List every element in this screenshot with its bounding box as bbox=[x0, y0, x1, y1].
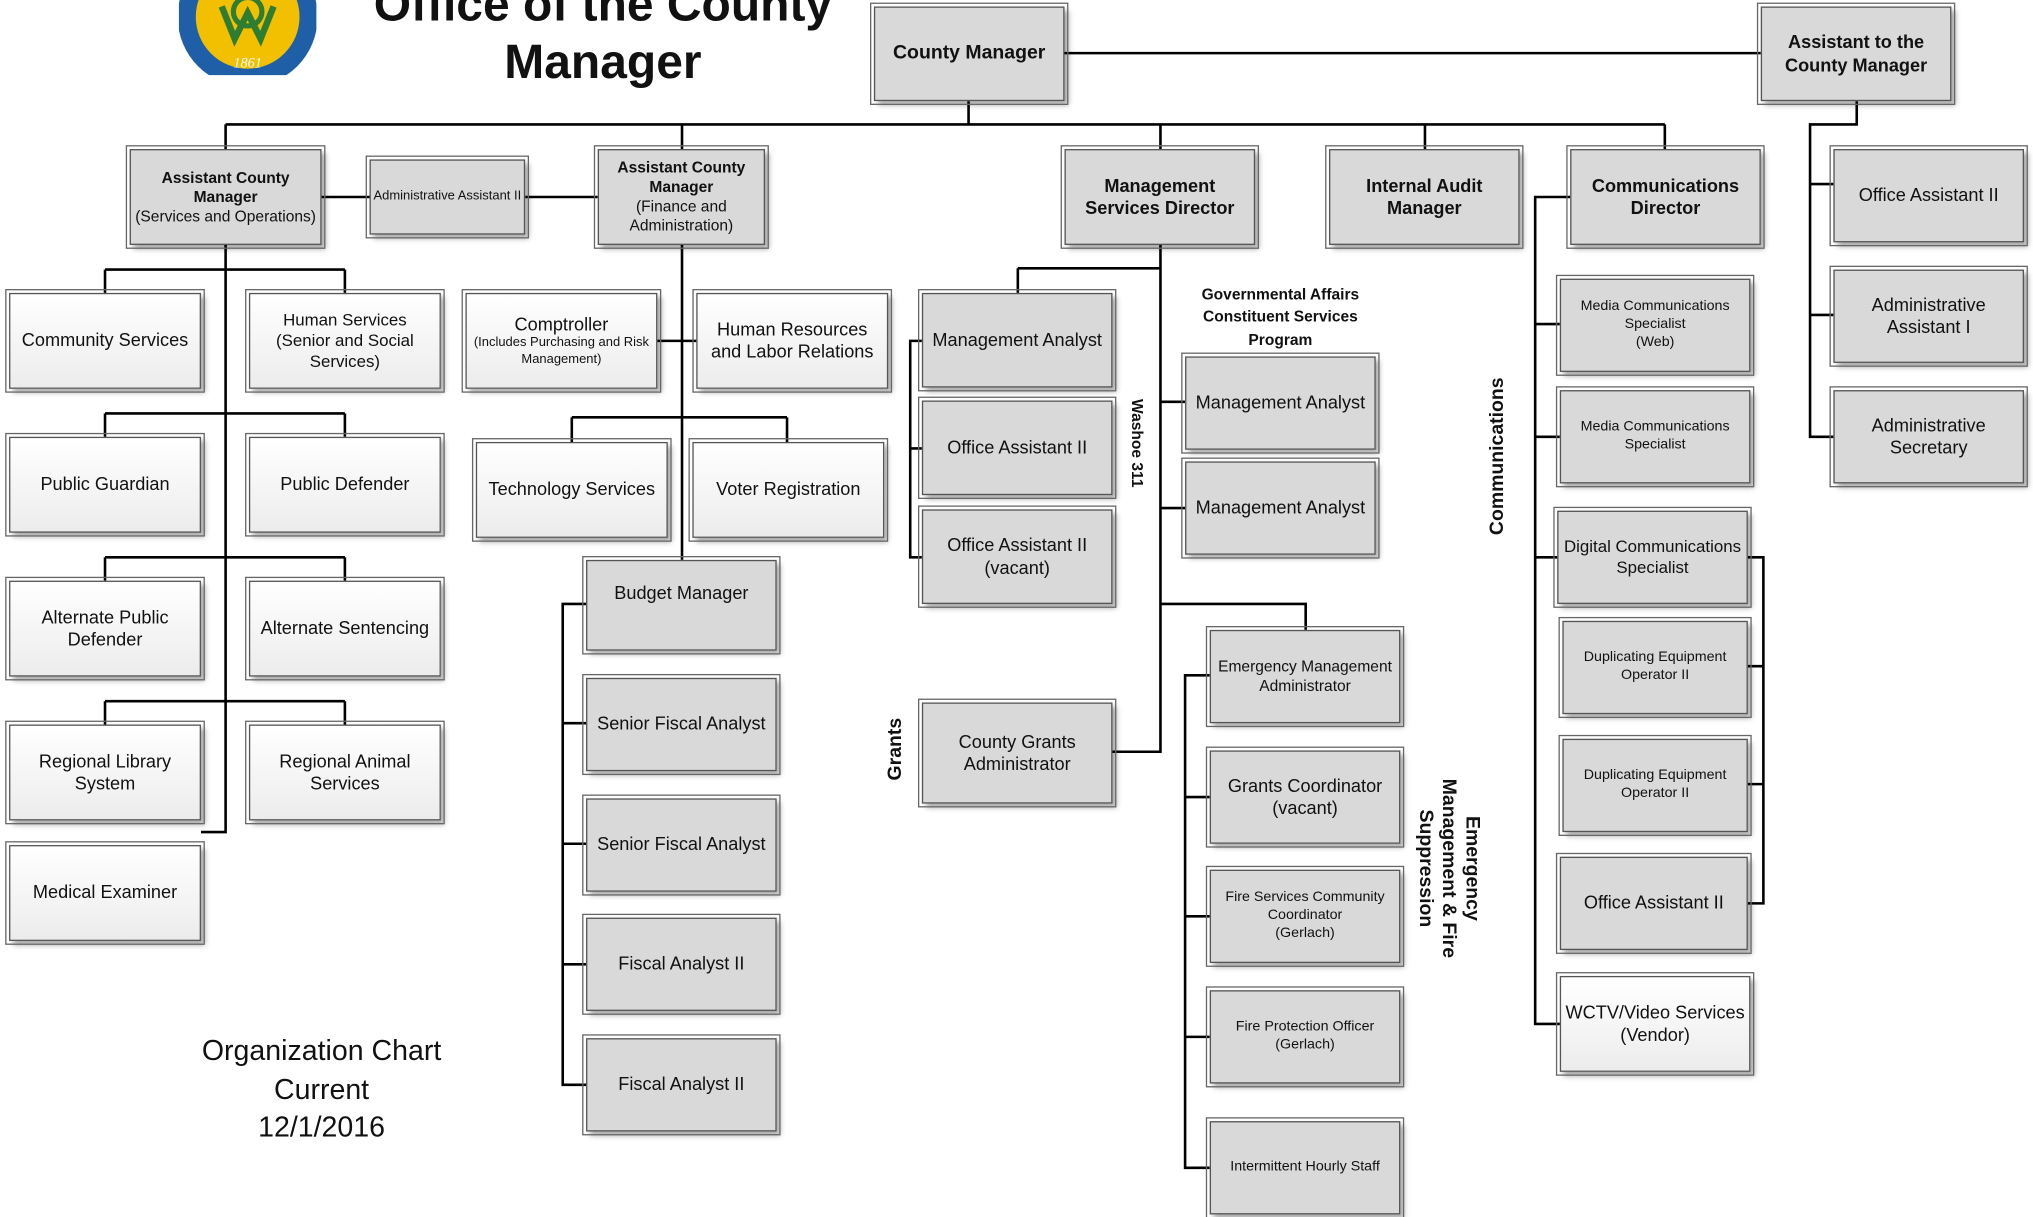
page-title: Office of the County Manager bbox=[373, 0, 833, 89]
box-county-grants-administrator: County Grants Administrator bbox=[917, 698, 1117, 808]
box-public-defender: Public Defender bbox=[245, 432, 445, 537]
box-emergency-management-administrator: Emergency Management Administrator bbox=[1205, 626, 1405, 728]
box-management-analyst-311: Management Analyst bbox=[917, 289, 1117, 392]
county-seal-logo: 1861 bbox=[177, 0, 318, 87]
box-office-assistant-ii-311: Office Assistant II bbox=[917, 396, 1117, 499]
box-fiscal-analyst-ii-2: Fiscal Analyst II bbox=[582, 1034, 781, 1136]
chart-caption: Organization Chart Current 12/1/2016 bbox=[169, 1032, 475, 1147]
box-comptroller: Comptroller(Includes Purchasing and Risk… bbox=[461, 289, 662, 393]
svg-text:1861: 1861 bbox=[233, 55, 262, 71]
box-admin-assistant-ii-acm: Administrative Assistant II bbox=[365, 155, 530, 239]
box-alternate-public-defender: Alternate Public Defender bbox=[5, 576, 205, 681]
box-office-assistant-ii-atcm: Office Assistant II bbox=[1829, 145, 2028, 247]
caption-line-1: Organization Chart bbox=[201, 1034, 442, 1067]
label-governmental-affairs: Governmental Affairs Constituent Service… bbox=[1201, 285, 1360, 349]
box-intermittent-hourly-staff: Intermittent Hourly Staff bbox=[1205, 1117, 1405, 1217]
box-regional-library-system: Regional Library System bbox=[5, 720, 205, 825]
box-acm-finance: Assistant County Manager(Finance and Adm… bbox=[593, 145, 769, 249]
caption-line-2: Current bbox=[273, 1072, 370, 1106]
box-administrative-assistant-i: Administrative Assistant I bbox=[1829, 265, 2028, 367]
label-washoe-311: Washoe 311 bbox=[1128, 399, 1147, 488]
label-emergency-management: Emergency Management & Fire Suppression bbox=[1414, 778, 1484, 959]
box-internal-audit-manager: Internal Audit Manager bbox=[1325, 145, 1524, 249]
box-human-services: Human Services(Senior and Social Service… bbox=[245, 289, 445, 393]
label-grants: Grants bbox=[884, 717, 907, 781]
box-office-assistant-ii-comm: Office Assistant II bbox=[1555, 852, 1752, 954]
box-community-services: Community Services bbox=[5, 289, 205, 393]
box-fiscal-analyst-ii-1: Fiscal Analyst II bbox=[582, 913, 781, 1015]
box-human-resources: Human Resources and Labor Relations bbox=[692, 289, 893, 393]
box-public-guardian: Public Guardian bbox=[5, 432, 205, 537]
box-regional-animal-services: Regional Animal Services bbox=[245, 720, 445, 825]
box-administrative-secretary: Administrative Secretary bbox=[1829, 386, 2028, 488]
box-wctv-video-services: WCTV/Video Services(Vendor) bbox=[1555, 972, 1755, 1076]
caption-line-3: 12/1/2016 bbox=[258, 1111, 386, 1144]
label-communications: Communications bbox=[1485, 377, 1508, 536]
box-senior-fiscal-analyst-1: Senior Fiscal Analyst bbox=[582, 673, 781, 776]
box-senior-fiscal-analyst-2: Senior Fiscal Analyst bbox=[582, 794, 781, 896]
box-assistant-to-county-manager: Assistant to the County Manager bbox=[1756, 2, 1956, 105]
box-office-assistant-ii-vacant: Office Assistant II(vacant) bbox=[917, 505, 1117, 608]
box-duplicating-operator-2: Duplicating Equipment Operator II bbox=[1558, 734, 1752, 836]
box-grants-coordinator: Grants Coordinator(vacant) bbox=[1205, 746, 1405, 848]
box-fire-protection-officer: Fire Protection Officer(Gerlach) bbox=[1205, 986, 1405, 1088]
box-media-comm-specialist: Media Communications Specialist bbox=[1555, 386, 1755, 488]
box-budget-manager: Budget Manager bbox=[582, 556, 781, 655]
box-duplicating-operator-1: Duplicating Equipment Operator II bbox=[1558, 616, 1752, 719]
box-county-manager: County Manager bbox=[870, 2, 1069, 105]
box-alternate-sentencing: Alternate Sentencing bbox=[245, 576, 445, 681]
box-communications-director: Communications Director bbox=[1566, 145, 1765, 249]
box-fire-services-coordinator: Fire Services Community Coordinator(Gerl… bbox=[1205, 865, 1405, 967]
box-management-services-director: Management Services Director bbox=[1060, 145, 1259, 249]
box-technology-services: Technology Services bbox=[471, 438, 672, 542]
box-voter-registration: Voter Registration bbox=[688, 438, 889, 542]
box-management-analyst-ga-2: Management Analyst bbox=[1181, 457, 1380, 559]
box-medical-examiner: Medical Examiner bbox=[5, 841, 205, 945]
box-media-comm-specialist-web: Media Communications Specialist(Web) bbox=[1555, 274, 1755, 376]
box-digital-comm-specialist: Digital Communications Specialist bbox=[1553, 506, 1752, 608]
box-management-analyst-ga-1: Management Analyst bbox=[1181, 352, 1380, 454]
box-acm-services: Assistant County Manager(Services and Op… bbox=[125, 145, 326, 249]
